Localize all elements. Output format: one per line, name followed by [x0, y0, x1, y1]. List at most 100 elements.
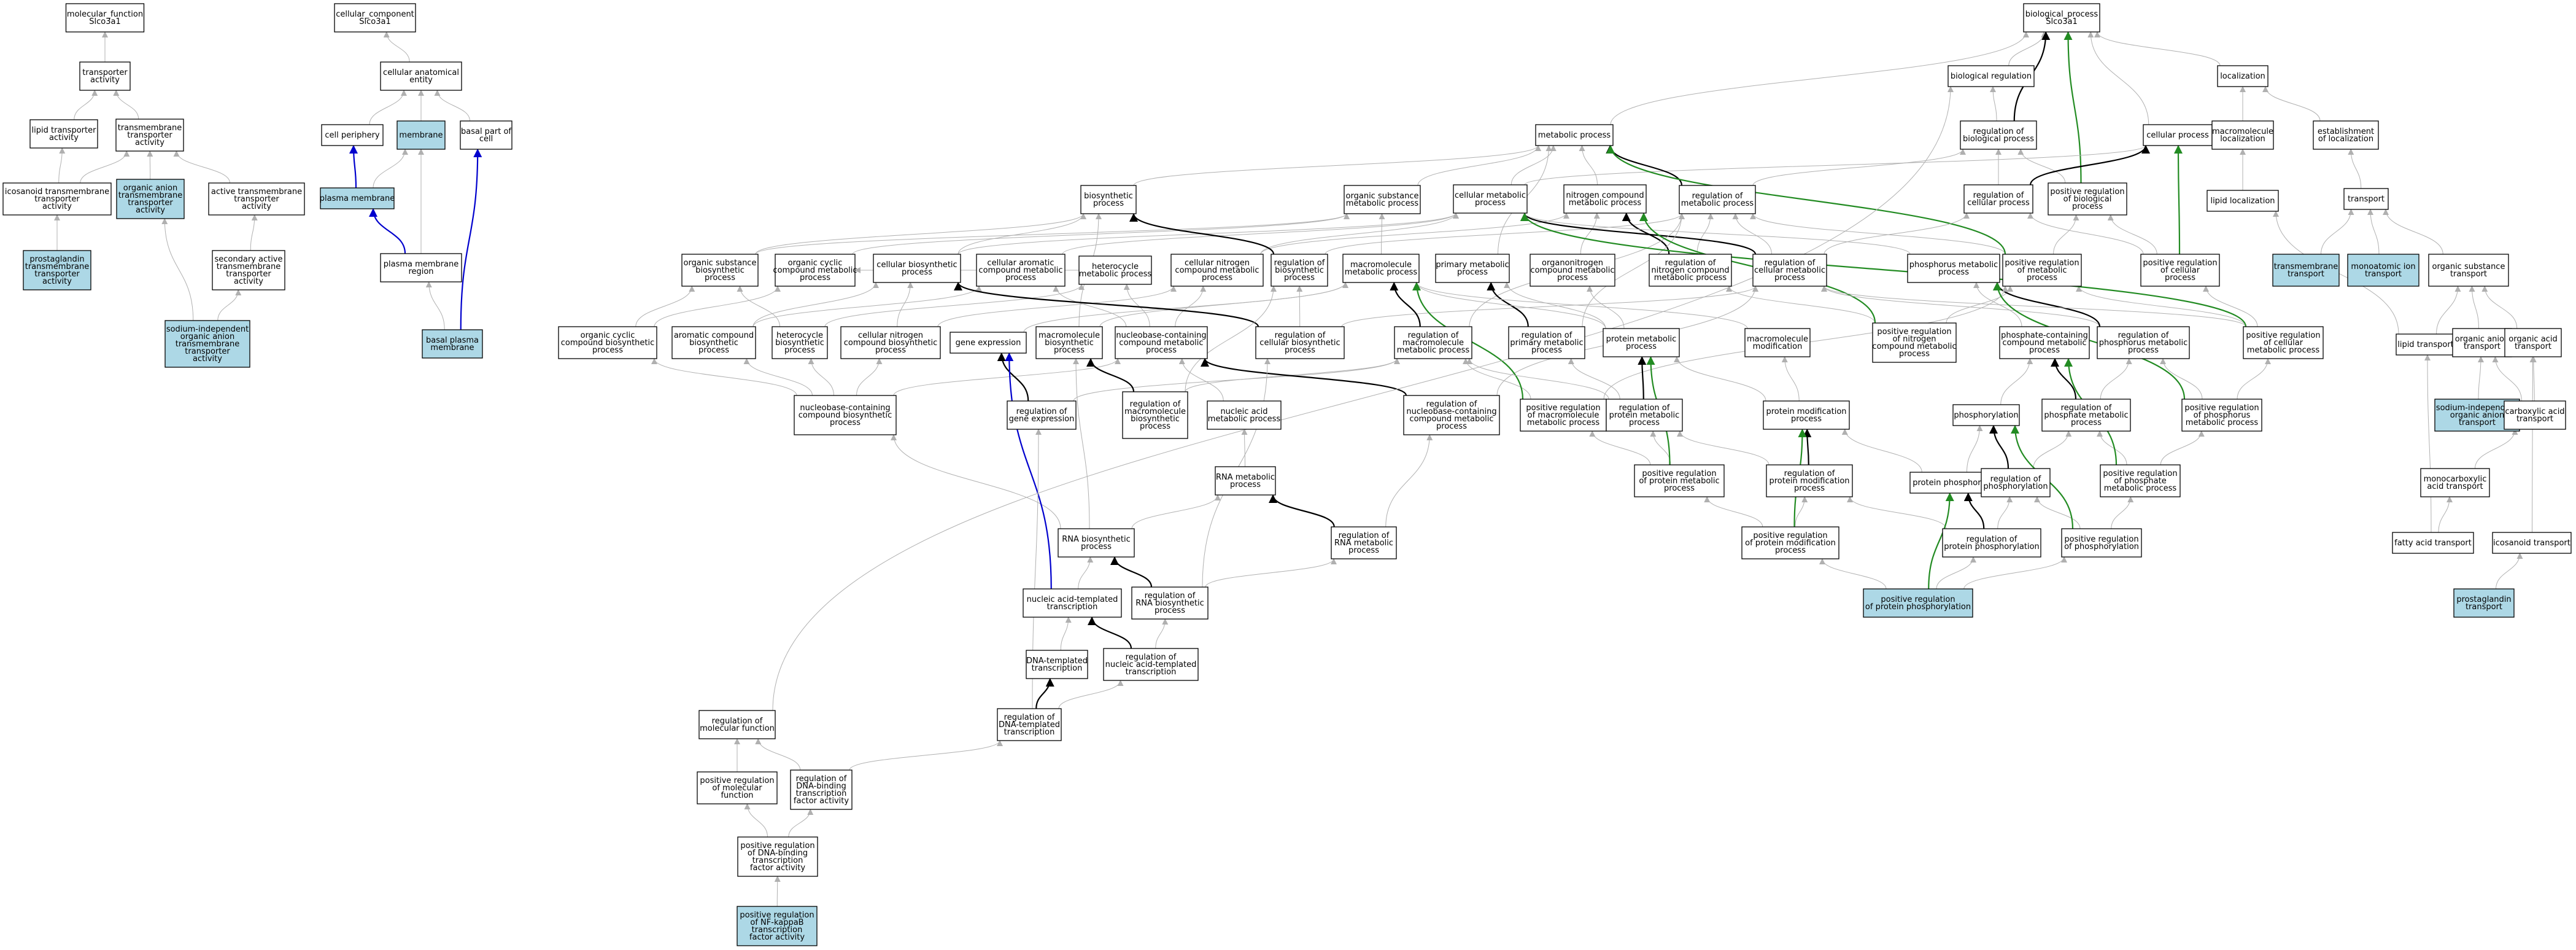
go-term-node-fatty-acid-transport[interactable]: fatty acid transport: [2392, 532, 2474, 554]
go-term-node-secondary-active-tt-activity[interactable]: secondary activetransmembranetransporter…: [212, 250, 285, 290]
go-term-node-metabolic-process[interactable]: metabolic process: [1535, 124, 1614, 146]
go-term-node-regulation-of-macromolecule-biosynthetic-process[interactable]: regulation ofmacromoleculebiosyntheticpr…: [1122, 391, 1188, 439]
go-term-node-lipid-transport[interactable]: lipid transport: [2396, 333, 2456, 356]
go-term-node-cell-periphery[interactable]: cell periphery: [321, 124, 384, 146]
go-term-node-phosphorylation[interactable]: phosphorylation: [1952, 404, 2020, 426]
go-term-node-lipid-localization[interactable]: lipid localization: [2207, 190, 2279, 212]
go-term-node-organic-anion-tt-activity[interactable]: organic aniontransmembranetransporteract…: [116, 179, 185, 219]
go-term-node-membrane[interactable]: membrane: [396, 120, 446, 150]
go-term-node-regulation-of-nucleobase-containing-compound-metabolic-process[interactable]: regulation ofnucleobase-containingcompou…: [1403, 395, 1500, 435]
go-term-node-biological-regulation[interactable]: biological regulation: [1947, 65, 2035, 87]
go-term-node-transport[interactable]: transport: [2343, 188, 2389, 210]
go-term-node-cellular-process[interactable]: cellular process: [2143, 124, 2213, 146]
go-term-node-icosanoid-transport[interactable]: icosanoid transport: [2492, 532, 2572, 554]
go-term-node-prostaglandin-tt-activity[interactable]: prostaglandintransmembranetransporteract…: [23, 250, 91, 290]
go-term-node-localization[interactable]: localization: [2217, 65, 2269, 87]
go-term-node-regulation-of-dna-binding-tf-activity[interactable]: regulation ofDNA-bindingtranscriptionfac…: [790, 769, 853, 810]
go-term-node-icosanoid-tt-activity[interactable]: icosanoid transmembranetransporteractivi…: [2, 182, 112, 216]
go-term-node-plasma-membrane[interactable]: plasma membrane: [320, 187, 395, 209]
go-term-node-gene-expression[interactable]: gene expression: [950, 332, 1027, 354]
